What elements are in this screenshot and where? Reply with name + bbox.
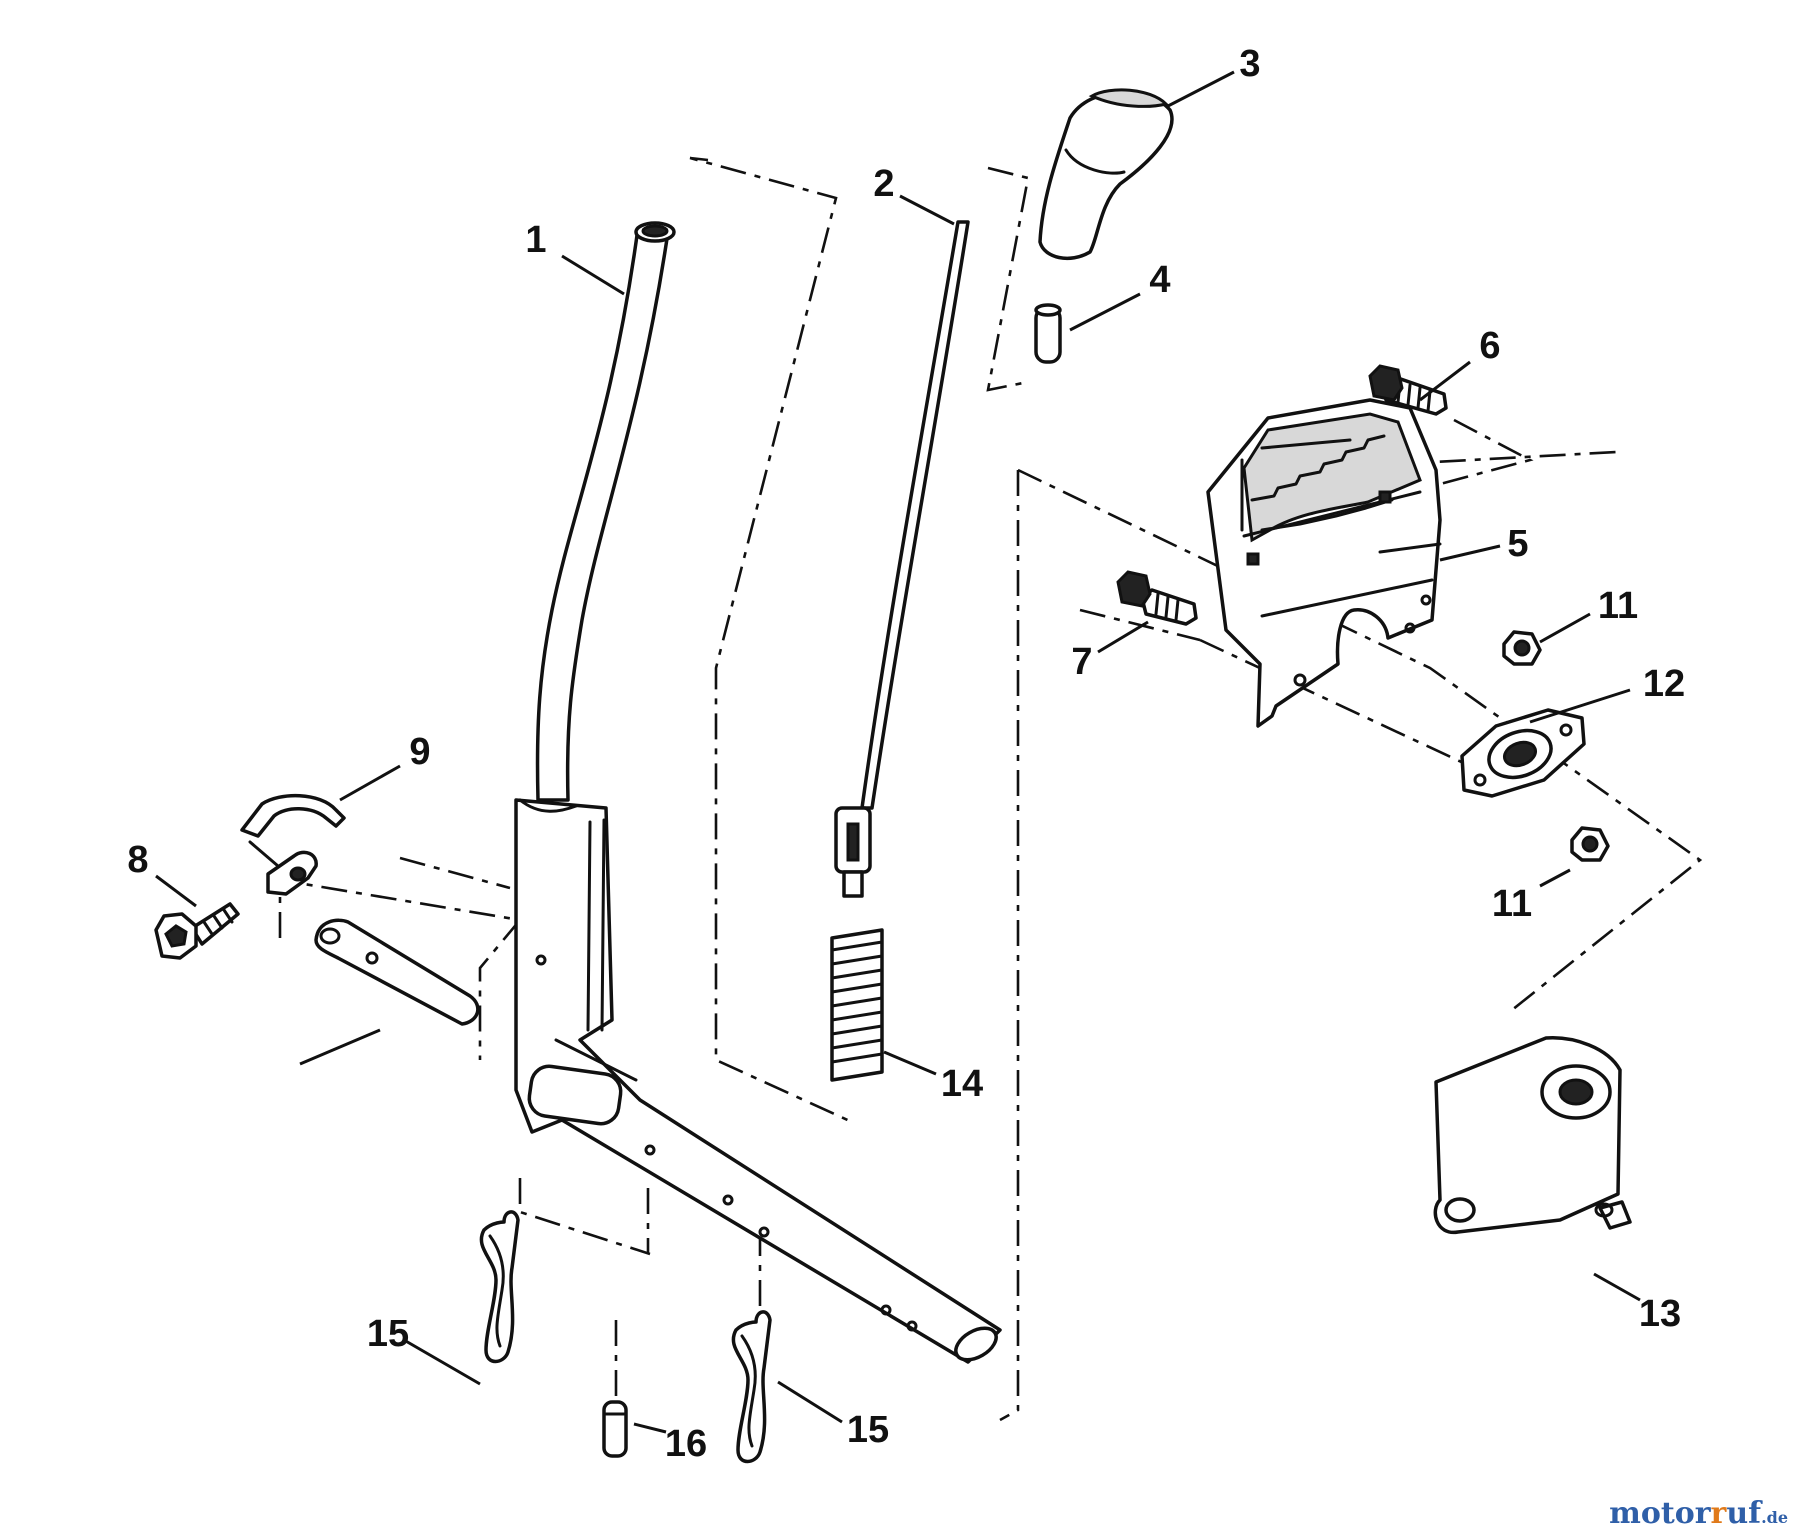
- part-13-plate: [1433, 1036, 1632, 1234]
- assembly-dashed-lines: [278, 156, 1703, 1422]
- callout-5: 5: [1507, 523, 1528, 565]
- callout-3: 3: [1239, 43, 1260, 85]
- callout-2: 2: [873, 163, 894, 205]
- part-14-spring: [830, 928, 884, 1082]
- callout-labels: 1 2 3 4 5 6 7 8 9 11 11 12 13 14 15 15 1…: [127, 43, 1685, 1465]
- watermark-part-b: uf: [1726, 1496, 1762, 1531]
- callout-15-left: 15: [367, 1313, 409, 1355]
- watermark-part-c: .de: [1761, 1508, 1788, 1527]
- watermark-part-r: r: [1710, 1496, 1727, 1531]
- part-6-bolt: [1368, 364, 1448, 416]
- part-15-hairpin-left: [479, 1210, 520, 1364]
- callout-12: 12: [1643, 663, 1685, 705]
- part-2-rod: [834, 220, 970, 898]
- callout-15-right: 15: [847, 1409, 889, 1451]
- part-16-pin: [602, 1400, 628, 1458]
- part-11-nut-lower: [1570, 826, 1610, 862]
- part-9-clip: [240, 793, 346, 896]
- pin-link: [314, 918, 480, 1026]
- part-8-bolt: [154, 902, 240, 960]
- part-1-shift-lever: [514, 221, 1002, 1364]
- callout-14: 14: [941, 1063, 983, 1105]
- part-4-pin: [1034, 303, 1062, 364]
- part-5-shift-plate: [1206, 398, 1442, 728]
- callout-8: 8: [127, 839, 148, 881]
- callout-6: 6: [1479, 325, 1500, 367]
- part-7-bolt: [1116, 570, 1198, 626]
- callout-7: 7: [1071, 641, 1092, 683]
- brand-watermark: motorruf.de: [1609, 1496, 1788, 1531]
- part-15-hairpin-right: [731, 1310, 772, 1464]
- callout-9: 9: [409, 731, 430, 773]
- part-3-knob: [1038, 88, 1174, 261]
- callout-16: 16: [665, 1423, 707, 1465]
- watermark-part-a: motor: [1609, 1496, 1711, 1531]
- callout-11-upper: 11: [1598, 585, 1638, 627]
- callout-13: 13: [1639, 1293, 1681, 1335]
- part-11-nut-upper: [1502, 630, 1542, 666]
- part-12-flange-bearing: [1460, 708, 1586, 798]
- leader-lines: [155, 70, 1641, 1434]
- callout-4: 4: [1149, 259, 1170, 301]
- callout-11-lower: 11: [1492, 883, 1532, 925]
- callout-1: 1: [525, 219, 546, 261]
